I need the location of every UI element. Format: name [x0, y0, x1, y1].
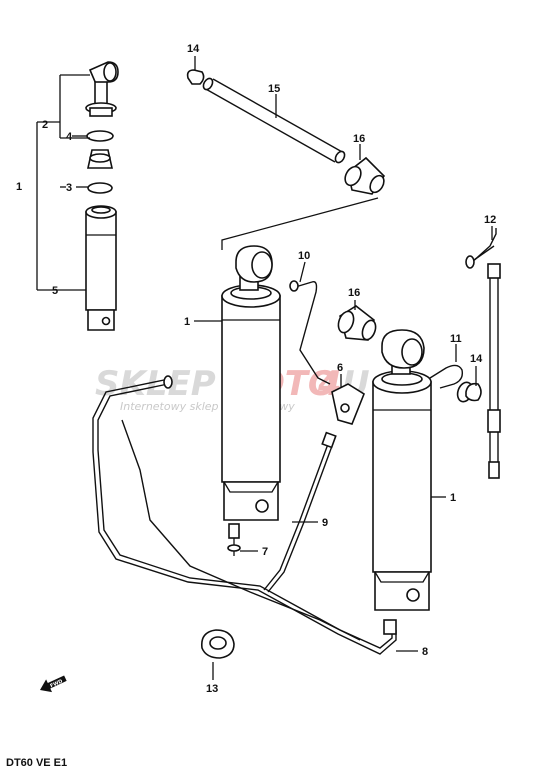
forward-direction-arrow: FWD — [40, 675, 67, 693]
clip-14-top — [186, 69, 205, 85]
clamp-13 — [200, 629, 235, 659]
callout-15: 15 — [268, 83, 280, 95]
callout-14-top: 14 — [187, 43, 200, 55]
callout-16-top: 16 — [353, 133, 365, 145]
shaft-15 — [202, 77, 346, 164]
pipe-9 — [263, 431, 337, 593]
callout-2: 2 — [42, 119, 48, 131]
banjo-fitting — [85, 61, 119, 117]
callout-8: 8 — [422, 646, 428, 658]
cylinder-part-5 — [85, 205, 117, 331]
callout-3: 3 — [66, 182, 72, 194]
callout-6: 6 — [337, 362, 343, 374]
bracket-1 — [36, 121, 86, 291]
cylinder-left — [221, 245, 281, 521]
callout-5: 5 — [52, 285, 58, 297]
callout-7: 7 — [262, 546, 268, 558]
pipe-10 — [289, 280, 331, 385]
callout-14-right: 14 — [470, 353, 483, 365]
bush-16-top — [344, 156, 386, 195]
callout-4: 4 — [66, 131, 73, 143]
fwd-label: FWD — [49, 678, 63, 689]
callout-1-left-cylinder: 1 — [184, 316, 190, 328]
watermark-brand-1: SKLEP — [95, 364, 216, 404]
callout-16-mid: 16 — [348, 287, 360, 299]
bolt-7 — [227, 523, 241, 556]
callout-12: 12 — [484, 214, 496, 226]
cylinder-right — [372, 329, 432, 611]
callout-1-group: 1 — [16, 181, 22, 193]
pipe-8 — [92, 375, 397, 655]
o-ring-4 — [86, 130, 114, 142]
callout-11: 11 — [450, 333, 462, 345]
callout-10: 10 — [298, 250, 310, 262]
o-ring-3 — [87, 182, 113, 194]
clip-14-right — [465, 382, 482, 402]
pivot-shaft-assembly — [186, 69, 386, 250]
joint-6 — [331, 383, 365, 425]
callout-1-right-cylinder: 1 — [450, 492, 456, 504]
callout-13: 13 — [206, 683, 218, 695]
bush-16-mid — [337, 305, 377, 341]
callout-9: 9 — [322, 517, 328, 529]
bracket-2 — [59, 74, 90, 139]
hose-12 — [465, 228, 501, 479]
exploded-cylinder-assembly — [36, 61, 119, 331]
leader-lines — [194, 56, 493, 680]
valve-body — [87, 149, 113, 169]
diagram-code: DT60 VE E1 — [6, 757, 67, 769]
